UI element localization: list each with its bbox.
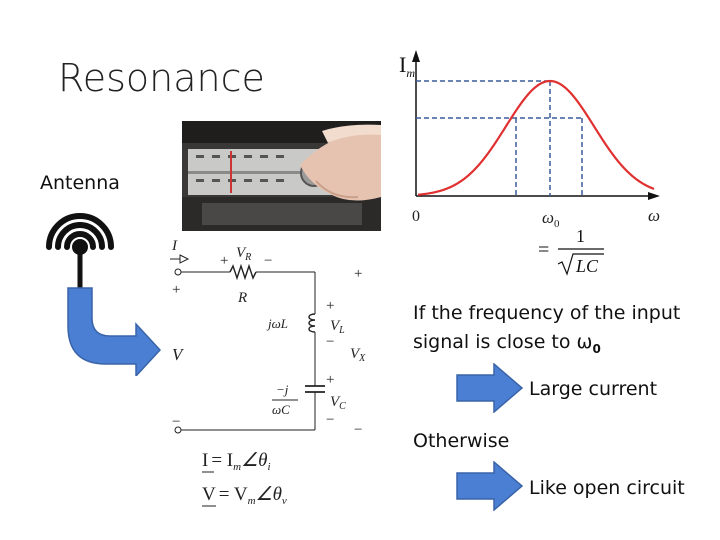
capacitor-impedance-top: −j [276,382,289,397]
resistor-label: R [237,290,247,306]
voltage-phasor-equation: V= Vm∠θv [202,484,287,507]
right-arrow-icon [456,363,524,413]
antenna-label: Antenna [40,172,120,194]
peak-frequency-label: ω0 [542,208,560,230]
vx-minus: − [354,422,362,438]
vr-plus: + [220,253,228,269]
vc-minus: − [326,412,334,428]
y-axis-label: Im [399,52,415,80]
large-current-label: Large current [529,378,658,400]
antenna-graphic [46,213,162,376]
formula-numerator: 1 [576,226,585,246]
current-label: I [171,238,178,254]
sqrt-sign-icon [557,253,604,276]
inductor-icon [308,313,316,333]
input-terminal-bottom [174,426,182,434]
formula-denominator: LC [575,256,599,276]
vl-label: VL [330,318,345,336]
vl-minus: − [326,334,334,350]
resistor-icon [229,263,257,281]
open-circuit-label: Like open circuit [529,477,685,499]
current-arrow-icon [179,254,190,264]
bent-arrow-icon [67,287,162,376]
resonance-formula: = 1 LC [538,226,604,276]
right-arrow-icon [456,461,524,511]
x-axis-arrowhead [648,192,660,200]
inductor-impedance-label: jωL [266,316,288,331]
vc-plus: + [326,372,334,388]
capacitor-impedance-bottom: ωC [272,402,290,417]
x-axis-label: ω [648,206,660,225]
formula-equals: = [538,239,549,261]
vr-label: VR [236,245,251,263]
current-phasor-equation: I= Im∠θi [202,450,271,473]
antenna-icon [46,213,114,295]
vl-plus: + [326,298,334,314]
y-axis-arrowhead [412,50,420,62]
slide-title: Resonance [58,56,265,100]
vr-minus: − [264,253,272,269]
vx-plus: + [354,266,362,282]
radio-tuner-photo [182,121,381,231]
resonance-curve [417,79,655,196]
otherwise-label: Otherwise [413,430,510,452]
rlc-circuit-diagram: I VR + − R + V − jωL + VL − + VX − −j ωC… [170,238,366,507]
input-voltage-label: V [172,345,185,364]
input-plus: + [172,282,180,298]
explanation-line-1: If the frequency of the input [413,302,681,324]
vx-label: VX [350,346,366,364]
explanation-line-2: signal is close to ω0 [413,331,601,356]
resonance-curve-graph: Im 0 ω0 ω [399,50,660,230]
input-minus: − [172,414,180,430]
input-terminal-top [174,268,182,276]
vc-label: VC [330,394,346,412]
origin-label: 0 [412,208,420,225]
